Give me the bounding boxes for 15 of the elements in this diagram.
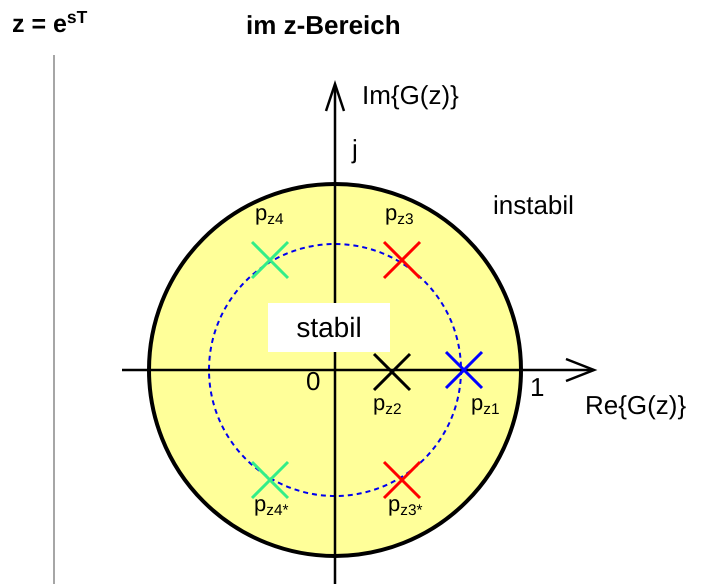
pole-label: p$_{z1}$ <box>471 392 500 414</box>
axis-label: j <box>352 136 358 162</box>
region-label: instabil <box>493 192 574 218</box>
pole-label: p$_{z4}$ <box>255 202 284 224</box>
pole-label: p$_{z4*}$ <box>254 493 288 515</box>
tick-label: 1 <box>530 374 544 400</box>
pole-label: p$_{z3*}$ <box>388 493 422 515</box>
tick-label: 0 <box>306 368 320 394</box>
axis-label: Im{G(z)} <box>362 82 459 108</box>
label-box: stabil <box>268 303 390 352</box>
axis-label: Re{G(z)} <box>585 392 686 418</box>
pole-label: p$_{z3}$ <box>385 202 414 224</box>
pole-label: p$_{z2}$ <box>373 392 402 414</box>
title: im z-Bereich <box>246 12 401 38</box>
formula: z = e$^{sT}$ <box>12 12 88 37</box>
